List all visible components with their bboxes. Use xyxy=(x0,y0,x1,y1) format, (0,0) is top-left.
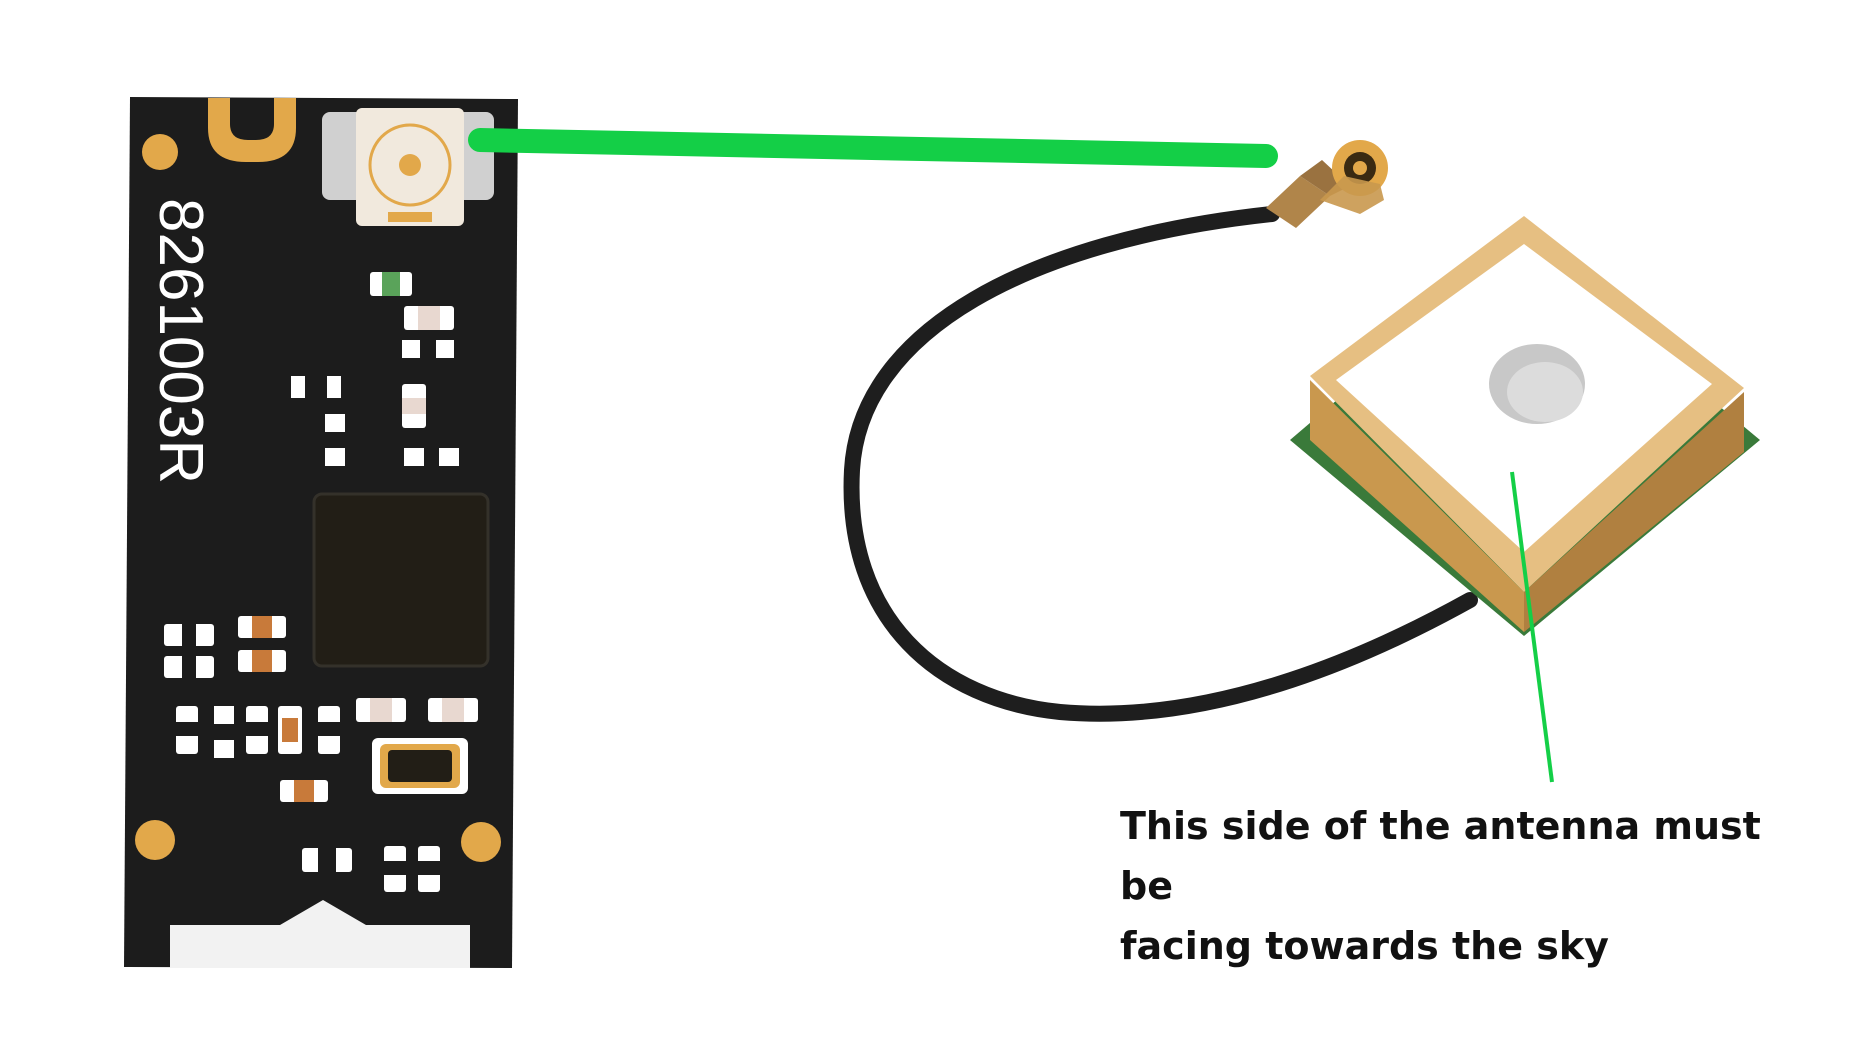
ufl-connector-icon xyxy=(322,108,494,226)
gps-chip xyxy=(312,492,490,668)
connection-indicator-line xyxy=(468,128,1278,168)
gps-module-board: 8261003R xyxy=(124,97,518,968)
mounting-hole-bottom-right xyxy=(461,822,501,862)
mounting-hole-bottom-left xyxy=(135,820,175,860)
u-shaped-pad xyxy=(208,98,296,162)
mounting-hole-top-left xyxy=(142,134,178,170)
part-number-label: 8261003R xyxy=(146,198,215,484)
smd-components xyxy=(164,272,490,892)
pcb-edge-notch xyxy=(170,900,470,968)
ufl-plug-icon xyxy=(1266,140,1388,228)
patch-antenna-icon xyxy=(1290,216,1760,636)
sky-orientation-caption: This side of the antenna must be facing … xyxy=(1120,804,1761,968)
antenna-cable xyxy=(843,206,1478,722)
sky-side-pointer xyxy=(1510,471,1554,783)
